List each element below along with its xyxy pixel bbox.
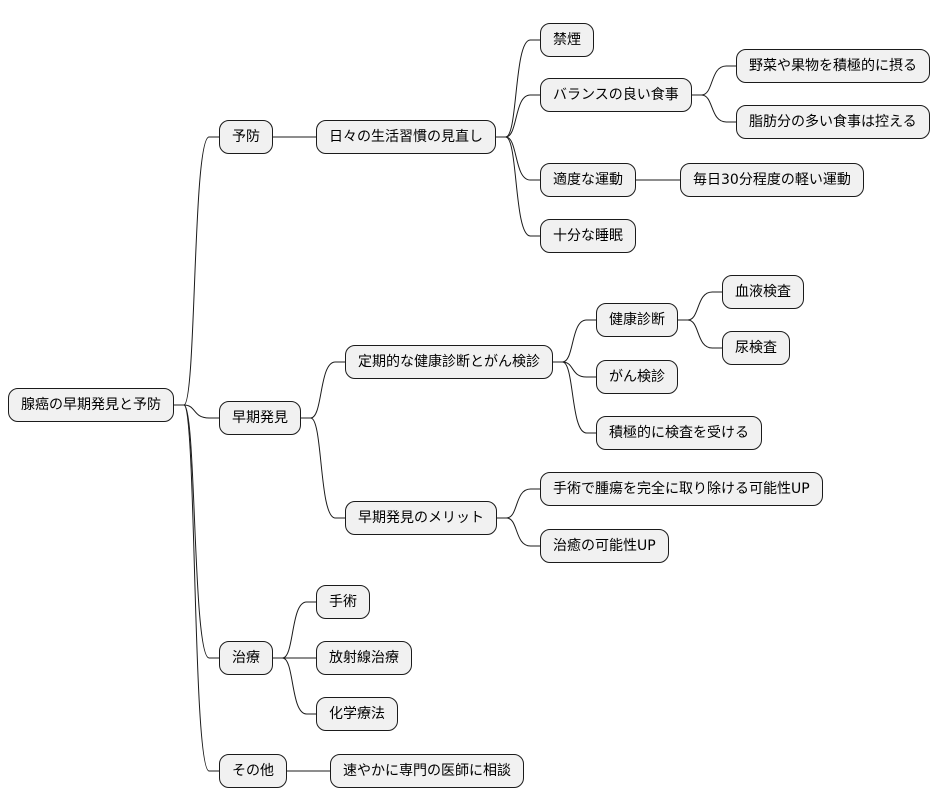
- connector-node-blood-test: [678, 291, 722, 321]
- node-urine-test[interactable]: 尿検査: [722, 331, 790, 365]
- node-early-detection-merits[interactable]: 早期発見のメリット: [345, 501, 497, 535]
- node-no-smoking[interactable]: 禁煙: [540, 23, 594, 57]
- node-surgery[interactable]: 手術: [316, 585, 370, 619]
- connector-node-no-smoking: [496, 39, 540, 138]
- connector-node-cure-chance: [497, 517, 540, 547]
- node-consult-specialist[interactable]: 速やかに専門の医師に相談: [330, 754, 524, 788]
- branch-early-detection[interactable]: 早期発見: [219, 401, 301, 435]
- connector-node-chemotherapy: [273, 657, 316, 715]
- connector-node-limit-fatty-food: [691, 94, 736, 123]
- connector-node-moderate-exercise: [496, 136, 540, 181]
- connector-node-surgery: [273, 601, 316, 659]
- branch-treatment[interactable]: 治療: [219, 641, 273, 675]
- node-chemotherapy[interactable]: 化学療法: [316, 697, 398, 731]
- node-moderate-exercise[interactable]: 適度な運動: [540, 163, 636, 197]
- node-lifestyle-review[interactable]: 日々の生活習慣の見直し: [316, 120, 496, 154]
- node-daily-light-exercise[interactable]: 毎日30分程度の軽い運動: [680, 163, 864, 197]
- connector-branch-other: [174, 404, 219, 772]
- connector-node-get-tested-actively: [553, 361, 596, 434]
- connector-node-eat-vegetables-fruits: [691, 65, 736, 96]
- connector-branch-prevention: [174, 136, 219, 406]
- root-node[interactable]: 腺癌の早期発見と予防: [8, 388, 174, 422]
- node-get-tested-actively[interactable]: 積極的に検査を受ける: [596, 416, 762, 450]
- node-balanced-diet[interactable]: バランスの良い食事: [540, 78, 692, 112]
- connector-node-complete-removal-chance: [497, 488, 540, 519]
- node-regular-checkups[interactable]: 定期的な健康診断とがん検診: [345, 345, 553, 379]
- connector-node-balanced-diet: [496, 94, 540, 138]
- node-health-checkup[interactable]: 健康診断: [596, 303, 678, 337]
- branch-other[interactable]: その他: [219, 754, 287, 788]
- node-enough-sleep[interactable]: 十分な睡眠: [540, 219, 636, 253]
- connector-node-regular-checkups: [301, 361, 345, 419]
- connector-node-health-checkup: [553, 319, 596, 363]
- connector-node-cancer-screening: [553, 361, 596, 378]
- node-limit-fatty-food[interactable]: 脂肪分の多い食事は控える: [736, 105, 930, 139]
- connector-branch-early-detection: [174, 404, 219, 419]
- connector-node-enough-sleep: [496, 136, 540, 237]
- node-eat-vegetables-fruits[interactable]: 野菜や果物を積極的に摂る: [736, 49, 930, 83]
- connector-node-urine-test: [678, 319, 722, 349]
- connector-node-early-detection-merits: [301, 417, 345, 519]
- node-radiation-therapy[interactable]: 放射線治療: [316, 641, 412, 675]
- node-cure-chance[interactable]: 治癒の可能性UP: [540, 529, 669, 563]
- node-blood-test[interactable]: 血液検査: [722, 275, 804, 309]
- branch-prevention[interactable]: 予防: [219, 120, 273, 154]
- node-complete-removal-chance[interactable]: 手術で腫瘍を完全に取り除ける可能性UP: [540, 472, 823, 506]
- node-cancer-screening[interactable]: がん検診: [596, 360, 678, 394]
